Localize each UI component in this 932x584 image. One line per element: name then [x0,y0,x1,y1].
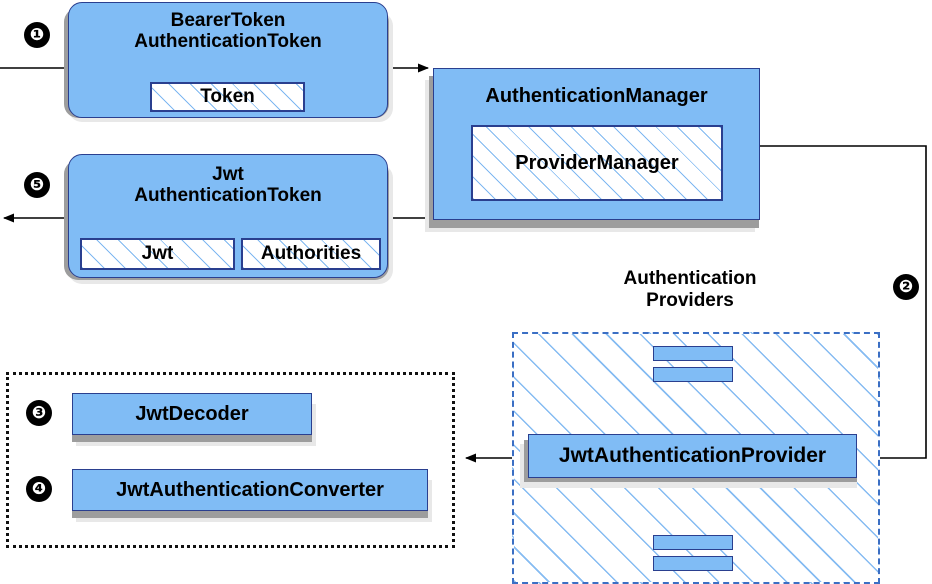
bearer-token-inner-token-label: Token [200,86,255,108]
step-marker-5: ❺ [24,172,50,198]
authentication-providers-label-line1: Authentication [623,268,757,289]
jwt-authentication-provider-node[interactable]: JwtAuthenticationProvider [528,434,857,478]
step-marker-1: ❶ [24,22,50,48]
provider-stack-bar-bottom-1 [653,535,733,550]
jwt-authentication-token-node[interactable]: Jwt AuthenticationToken Jwt Authorities [68,154,388,278]
bearer-token-title: BearerToken AuthenticationToken [69,3,387,53]
provider-manager-label: ProviderManager [515,151,679,174]
authentication-manager-node[interactable]: AuthenticationManager ProviderManager [433,68,760,220]
authentication-manager-title: AuthenticationManager [485,85,708,107]
jwt-authentication-converter-node[interactable]: JwtAuthenticationConverter [72,469,428,511]
jwt-decoder-label: JwtDecoder [135,402,249,425]
step-marker-3: ❸ [26,400,52,426]
authentication-providers-label-line2: Providers [646,289,734,311]
provider-stack-bar-top-1 [653,346,733,361]
jwt-decoder-node[interactable]: JwtDecoder [72,393,312,435]
jwt-token-inner-jwt-label: Jwt [141,243,174,265]
jwt-token-title-line2: AuthenticationToken [134,185,322,207]
bearer-token-authentication-token-node[interactable]: BearerToken AuthenticationToken Token [68,2,388,118]
support-components-group [6,372,455,548]
provider-stack-bar-bottom-2 [653,556,733,571]
step-marker-4: ❹ [26,476,52,502]
bearer-token-title-line2: AuthenticationToken [134,31,322,53]
bearer-token-inner-token-box: Token [150,82,305,112]
jwt-token-title-line1: Jwt [212,164,244,185]
jwt-authentication-converter-label: JwtAuthenticationConverter [116,478,384,501]
authentication-providers-label: Authentication Providers [590,268,790,312]
jwt-authentication-provider-label: JwtAuthenticationProvider [558,444,827,468]
step-marker-2: ❷ [893,274,919,300]
jwt-token-inner-authorities-box: Authorities [241,238,381,270]
jwt-token-inner-jwt-box: Jwt [80,238,235,270]
provider-manager-box: ProviderManager [471,125,723,201]
provider-stack-bar-top-2 [653,367,733,382]
jwt-token-inner-authorities-label: Authorities [260,243,362,265]
bearer-token-title-line1: BearerToken [170,10,286,31]
jwt-token-title: Jwt AuthenticationToken [69,155,387,207]
